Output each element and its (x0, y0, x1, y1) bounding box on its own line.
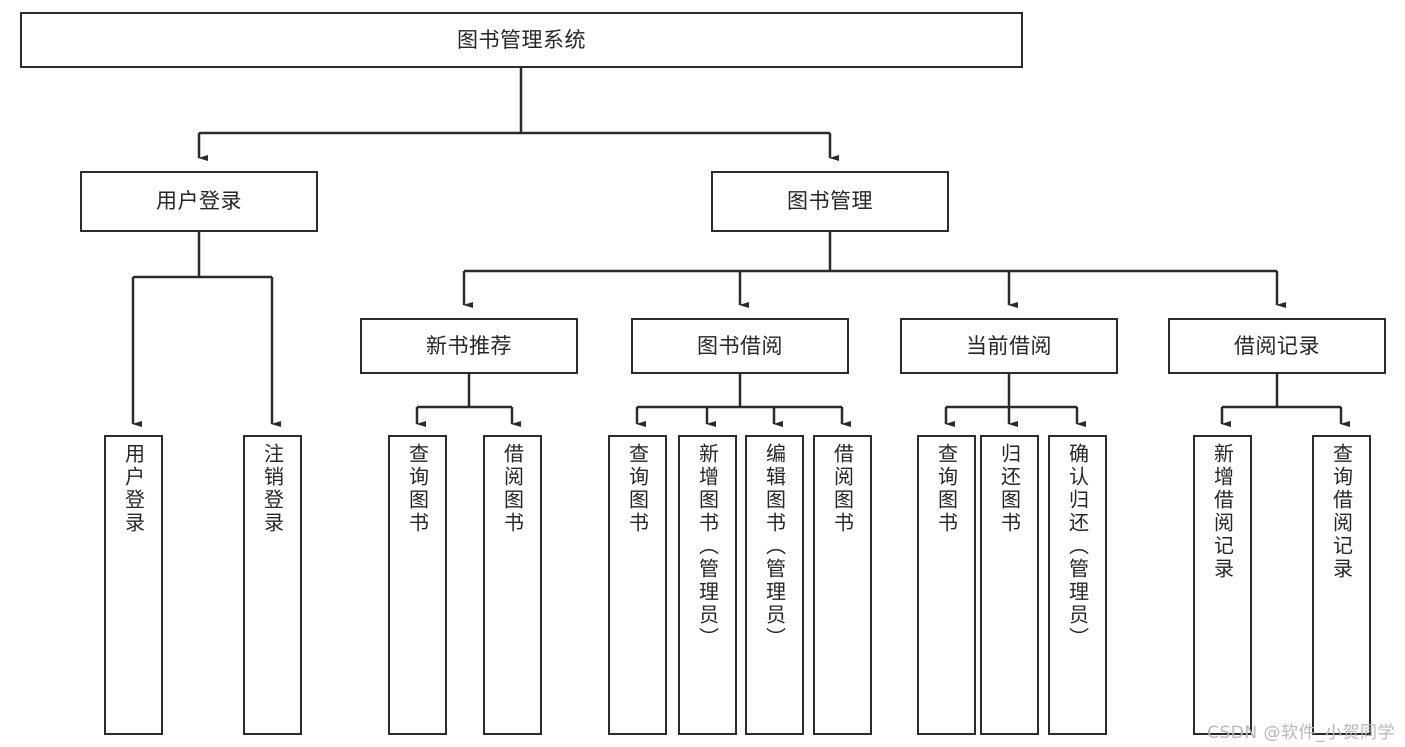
node-leaf-query-record-label: 查询借阅记录 (1329, 443, 1354, 581)
node-user-login-label: 用户登录 (156, 189, 242, 214)
node-leaf-edit-book[interactable]: 编辑图书（管理员） (745, 435, 804, 735)
node-leaf-user-login[interactable]: 用户登录 (104, 435, 163, 735)
node-borrow-record-label: 借阅记录 (1234, 333, 1320, 358)
node-leaf-logout-login[interactable]: 注销登录 (243, 435, 302, 735)
node-leaf-borrow-book-2[interactable]: 借阅图书 (813, 435, 872, 735)
node-new-book-recommend[interactable]: 新书推荐 (360, 318, 578, 374)
node-root-label: 图书管理系统 (457, 27, 586, 52)
node-leaf-query-book-3[interactable]: 查询图书 (917, 435, 976, 735)
node-leaf-logout-login-label: 注销登录 (260, 443, 285, 535)
node-leaf-add-book-label: 新增图书（管理员） (695, 443, 720, 650)
node-current-borrow[interactable]: 当前借阅 (900, 318, 1118, 374)
node-book-management[interactable]: 图书管理 (711, 171, 949, 232)
node-leaf-query-book-2-label: 查询图书 (625, 443, 650, 535)
node-leaf-borrow-book-1-label: 借阅图书 (500, 443, 525, 535)
node-borrow-record[interactable]: 借阅记录 (1168, 318, 1386, 374)
node-leaf-add-record-label: 新增借阅记录 (1210, 443, 1235, 581)
node-user-login[interactable]: 用户登录 (80, 171, 318, 232)
node-leaf-query-book-2[interactable]: 查询图书 (608, 435, 667, 735)
node-leaf-user-login-label: 用户登录 (121, 443, 146, 535)
node-leaf-add-record[interactable]: 新增借阅记录 (1193, 435, 1252, 735)
node-leaf-confirm-return[interactable]: 确认归还（管理员） (1048, 435, 1107, 735)
node-leaf-borrow-book-1[interactable]: 借阅图书 (483, 435, 542, 735)
node-leaf-query-record[interactable]: 查询借阅记录 (1312, 435, 1371, 735)
node-leaf-query-book-3-label: 查询图书 (934, 443, 959, 535)
node-root[interactable]: 图书管理系统 (20, 12, 1023, 68)
node-book-borrow-label: 图书借阅 (697, 333, 783, 358)
node-leaf-query-book-1-label: 查询图书 (405, 443, 430, 535)
node-book-management-label: 图书管理 (787, 189, 873, 214)
node-leaf-return-book[interactable]: 归还图书 (980, 435, 1039, 735)
node-leaf-add-book[interactable]: 新增图书（管理员） (678, 435, 737, 735)
node-leaf-edit-book-label: 编辑图书（管理员） (762, 443, 787, 650)
node-leaf-borrow-book-2-label: 借阅图书 (830, 443, 855, 535)
node-new-book-recommend-label: 新书推荐 (426, 333, 512, 358)
node-leaf-return-book-label: 归还图书 (997, 443, 1022, 535)
node-leaf-query-book-1[interactable]: 查询图书 (388, 435, 447, 735)
node-current-borrow-label: 当前借阅 (966, 333, 1052, 358)
node-leaf-confirm-return-label: 确认归还（管理员） (1065, 443, 1090, 650)
node-book-borrow[interactable]: 图书借阅 (631, 318, 849, 374)
